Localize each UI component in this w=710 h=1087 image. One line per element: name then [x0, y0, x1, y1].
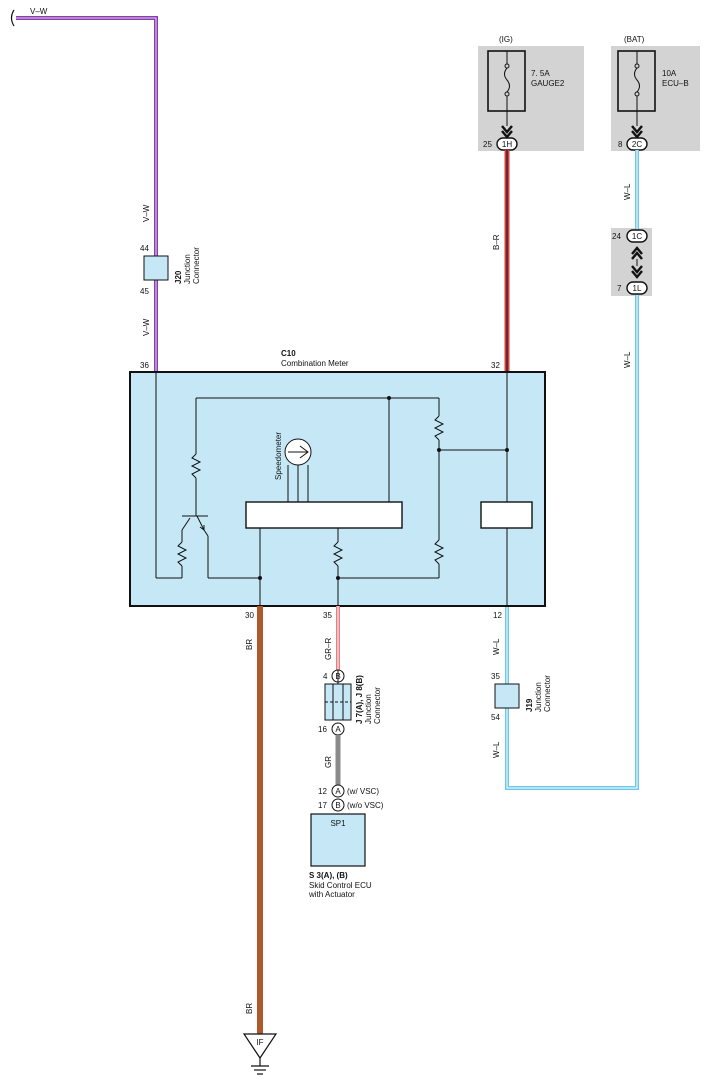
- ecub-fuse-icon: [634, 51, 640, 111]
- wire-label-gr: GR: [324, 756, 333, 768]
- j7j8-name-line1: Junction: [364, 694, 373, 724]
- j20-pin-out: 45: [140, 287, 149, 296]
- ig-fuse-panel: [478, 46, 584, 151]
- meter-internal-circuit: [155, 372, 508, 606]
- gauge2-rating: 7. 5A: [531, 69, 550, 78]
- connector-1c-label: 1C: [632, 232, 642, 241]
- wire-label-br-upper: BR: [245, 639, 254, 650]
- wire-label-br-lower: BR: [245, 1003, 254, 1014]
- skid-name-line1: Skid Control ECU: [309, 881, 372, 890]
- ecub-name: ECU–B: [662, 79, 689, 88]
- wire-label-br-red: B–R: [492, 234, 501, 250]
- ecub-connector-label: 2C: [632, 140, 642, 149]
- skid-letter-a: A: [335, 787, 341, 796]
- junction-chevron-down-icon: [631, 265, 643, 279]
- junction-dots: [258, 396, 509, 580]
- speedometer-label: Speedometer: [274, 432, 283, 480]
- skid-pin-a: 12: [318, 787, 327, 796]
- j7j8-pin-top: 4: [323, 672, 328, 681]
- wire-label-gr-r: GR–R: [324, 638, 333, 660]
- wire-label-vw-j20-above: V–W: [142, 204, 151, 222]
- wire-label-vw-top: V–W: [30, 7, 48, 16]
- wire-label-wl-right-lower: W–L: [623, 351, 632, 368]
- wire-label-wl-right-upper: W–L: [623, 183, 632, 200]
- wire-label-vw-j20-below: V–W: [142, 318, 151, 336]
- meter-pin-out-wl: 12: [493, 611, 502, 620]
- j19-connector: [494, 683, 520, 709]
- j7j8-pin-bottom: 16: [318, 725, 327, 734]
- j7j8-name-line2: Connector: [373, 687, 382, 724]
- ground-icon: [242, 1033, 278, 1075]
- meter-pin-out-br: 30: [245, 611, 254, 620]
- ecub-pin: 8: [618, 140, 623, 149]
- j19-name-line1: Junction: [534, 682, 543, 712]
- j7j8-internal: [325, 670, 351, 720]
- skid-letter-b: B: [335, 801, 340, 810]
- connector-1l: [626, 281, 648, 295]
- j20-connector: [143, 255, 169, 281]
- skid-note-b: (w/o VSC): [347, 801, 384, 810]
- meter-name: Combination Meter: [281, 359, 349, 368]
- junction-chevron-up-icon: [631, 246, 643, 260]
- skid-code: S 3(A), (B): [309, 871, 348, 880]
- j19-code: J19: [525, 698, 534, 712]
- skid-terminal-b: [331, 798, 345, 812]
- j20-pin-in: 44: [140, 244, 149, 253]
- bat-group-label: (BAT): [624, 35, 645, 44]
- skid-note-a: (w/ VSC): [347, 787, 379, 796]
- j7j8-code: J 7(A), J 8(B): [355, 675, 364, 724]
- j19-pin-bottom: 54: [491, 713, 500, 722]
- connector-1l-label: 1L: [633, 284, 642, 293]
- j19-name-line2: Connector: [543, 675, 552, 712]
- skid-terminal-a: [331, 784, 345, 798]
- gauge2-fuse-icon: [504, 51, 510, 111]
- j7j8-letter-bottom: A: [335, 725, 341, 734]
- j19-pin-top: 35: [491, 672, 500, 681]
- violet-wire: [16, 16, 158, 372]
- gauge2-chevron-icon: [501, 125, 513, 139]
- meter-right-module: [480, 501, 533, 529]
- skid-terminal-label: SP1: [330, 819, 346, 828]
- meter-pin-in-right: 32: [491, 361, 500, 370]
- skid-control-ecu: [310, 813, 366, 867]
- ecub-chevron-icon: [631, 125, 643, 139]
- ig-group-label: (IG): [499, 35, 513, 44]
- meter-driver-module: [245, 501, 403, 529]
- gauge2-name: GAUGE2: [531, 79, 565, 88]
- meter-code: C10: [281, 349, 296, 358]
- wire-break-symbol: [10, 9, 15, 27]
- junction-pin-bottom: 7: [617, 284, 622, 293]
- meter-pin-out-gr: 35: [323, 611, 332, 620]
- skid-name-line2: with Actuator: [308, 890, 355, 899]
- connector-1c: [626, 229, 648, 243]
- ecub-rating: 10A: [662, 69, 677, 78]
- gauge2-connector-label: 1H: [502, 140, 512, 149]
- j20-code: J20: [174, 270, 183, 284]
- j20-name-line2: Connector: [192, 247, 201, 284]
- wire-label-wl-lower: W–L: [492, 741, 501, 758]
- junction-pin-top: 24: [612, 232, 621, 241]
- wire-label-wl-upper: W–L: [492, 638, 501, 655]
- meter-pin-in-left: 36: [140, 361, 149, 370]
- skid-pin-b: 17: [318, 801, 327, 810]
- gauge2-pin: 25: [483, 140, 492, 149]
- ground-label: IF: [256, 1038, 263, 1047]
- speedometer-gauge-icon: [284, 438, 312, 466]
- j20-name-line1: Junction: [183, 254, 192, 284]
